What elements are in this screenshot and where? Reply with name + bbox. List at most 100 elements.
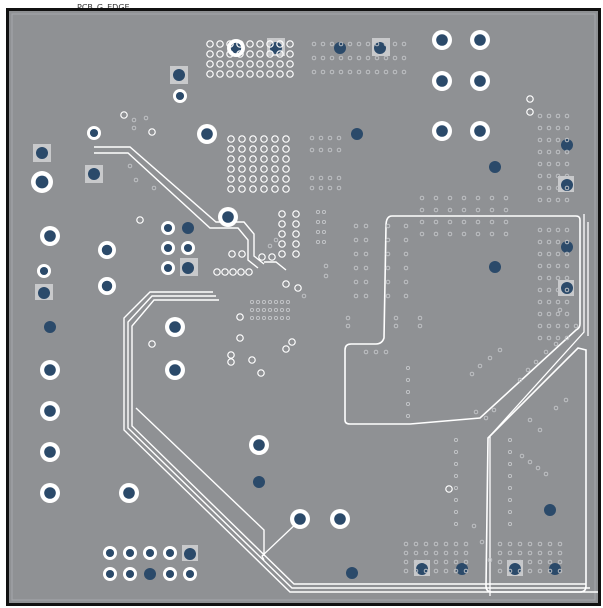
small-via [266,70,274,78]
tiny-via [537,299,543,305]
small-via [229,268,237,276]
filled-via [253,476,265,488]
tiny-via [433,195,439,201]
tiny-via [133,177,139,183]
small-via [271,165,279,173]
small-via [238,135,246,143]
trace-bundle-left-bottom [123,291,598,593]
tiny-via [555,311,561,317]
tiny-via [383,349,389,355]
tiny-via [546,173,552,179]
tiny-via [318,147,324,153]
tiny-via [311,55,317,61]
tiny-via [489,219,495,225]
tiny-via [507,485,513,491]
tiny-via [345,323,351,329]
small-via [282,280,290,288]
tiny-via [503,219,509,225]
small-via [120,111,128,119]
tiny-via [419,207,425,213]
tiny-via [453,541,459,547]
through-hole-pad-drill [436,125,448,137]
small-via [221,268,229,276]
tiny-via [463,541,469,547]
tiny-via [392,55,398,61]
tiny-via [385,293,391,299]
through-hole-pad-drill [39,266,49,276]
tiny-via [374,69,380,75]
tiny-via [453,568,459,574]
filled-via [270,42,282,54]
tiny-via [353,251,359,257]
tiny-via [564,287,570,293]
small-via [278,220,286,228]
tiny-via [453,509,459,515]
tiny-via [365,69,371,75]
tiny-via [537,173,543,179]
tiny-via [475,195,481,201]
tiny-via [261,307,267,313]
tiny-via [261,315,267,321]
tiny-via [564,161,570,167]
small-via [276,70,284,78]
small-via [206,60,214,68]
tiny-via [555,197,561,203]
small-via [136,216,144,224]
through-hole-pad-drill [145,548,155,558]
tiny-via [255,299,261,305]
tiny-via [336,135,342,141]
tiny-via [255,315,261,321]
small-via [445,485,453,493]
tiny-via [547,568,553,574]
small-via [206,40,214,48]
through-hole-pad-drill [169,321,181,333]
tiny-via [267,315,273,321]
tiny-via [419,195,425,201]
tiny-via [537,427,543,433]
tiny-via [546,161,552,167]
tiny-via [507,473,513,479]
tiny-via [413,541,419,547]
small-via [292,210,300,218]
tiny-via [336,175,342,181]
filled-via [182,262,194,274]
small-via [526,95,534,103]
through-hole-pad-drill [163,223,173,233]
tiny-via [327,135,333,141]
tiny-via [329,69,335,75]
small-via [271,145,279,153]
tiny-via [527,417,533,423]
small-via [249,165,257,173]
small-via [282,145,290,153]
tiny-via [401,41,407,47]
through-hole-pad-drill [163,243,173,253]
tiny-via [557,568,563,574]
tiny-via [537,227,543,233]
filled-via [351,128,363,140]
tiny-via [285,315,291,321]
tiny-via [546,275,552,281]
tiny-via [353,279,359,285]
tiny-via [555,113,561,119]
filled-via [489,161,501,173]
through-hole-pad-drill [44,364,56,376]
tiny-via [403,223,409,229]
small-via [238,145,246,153]
small-via [227,175,235,183]
small-via [260,185,268,193]
tiny-via [447,219,453,225]
tiny-via [555,275,561,281]
tiny-via [261,299,267,305]
tiny-via [546,311,552,317]
small-via [266,50,274,58]
tiny-via [564,311,570,317]
tiny-via [483,415,489,421]
small-via [260,175,268,183]
tiny-via [546,323,552,329]
tiny-via [285,299,291,305]
small-via [256,60,264,68]
filled-via [346,567,358,579]
tiny-via [329,55,335,61]
small-via [246,50,254,58]
small-via [286,70,294,78]
